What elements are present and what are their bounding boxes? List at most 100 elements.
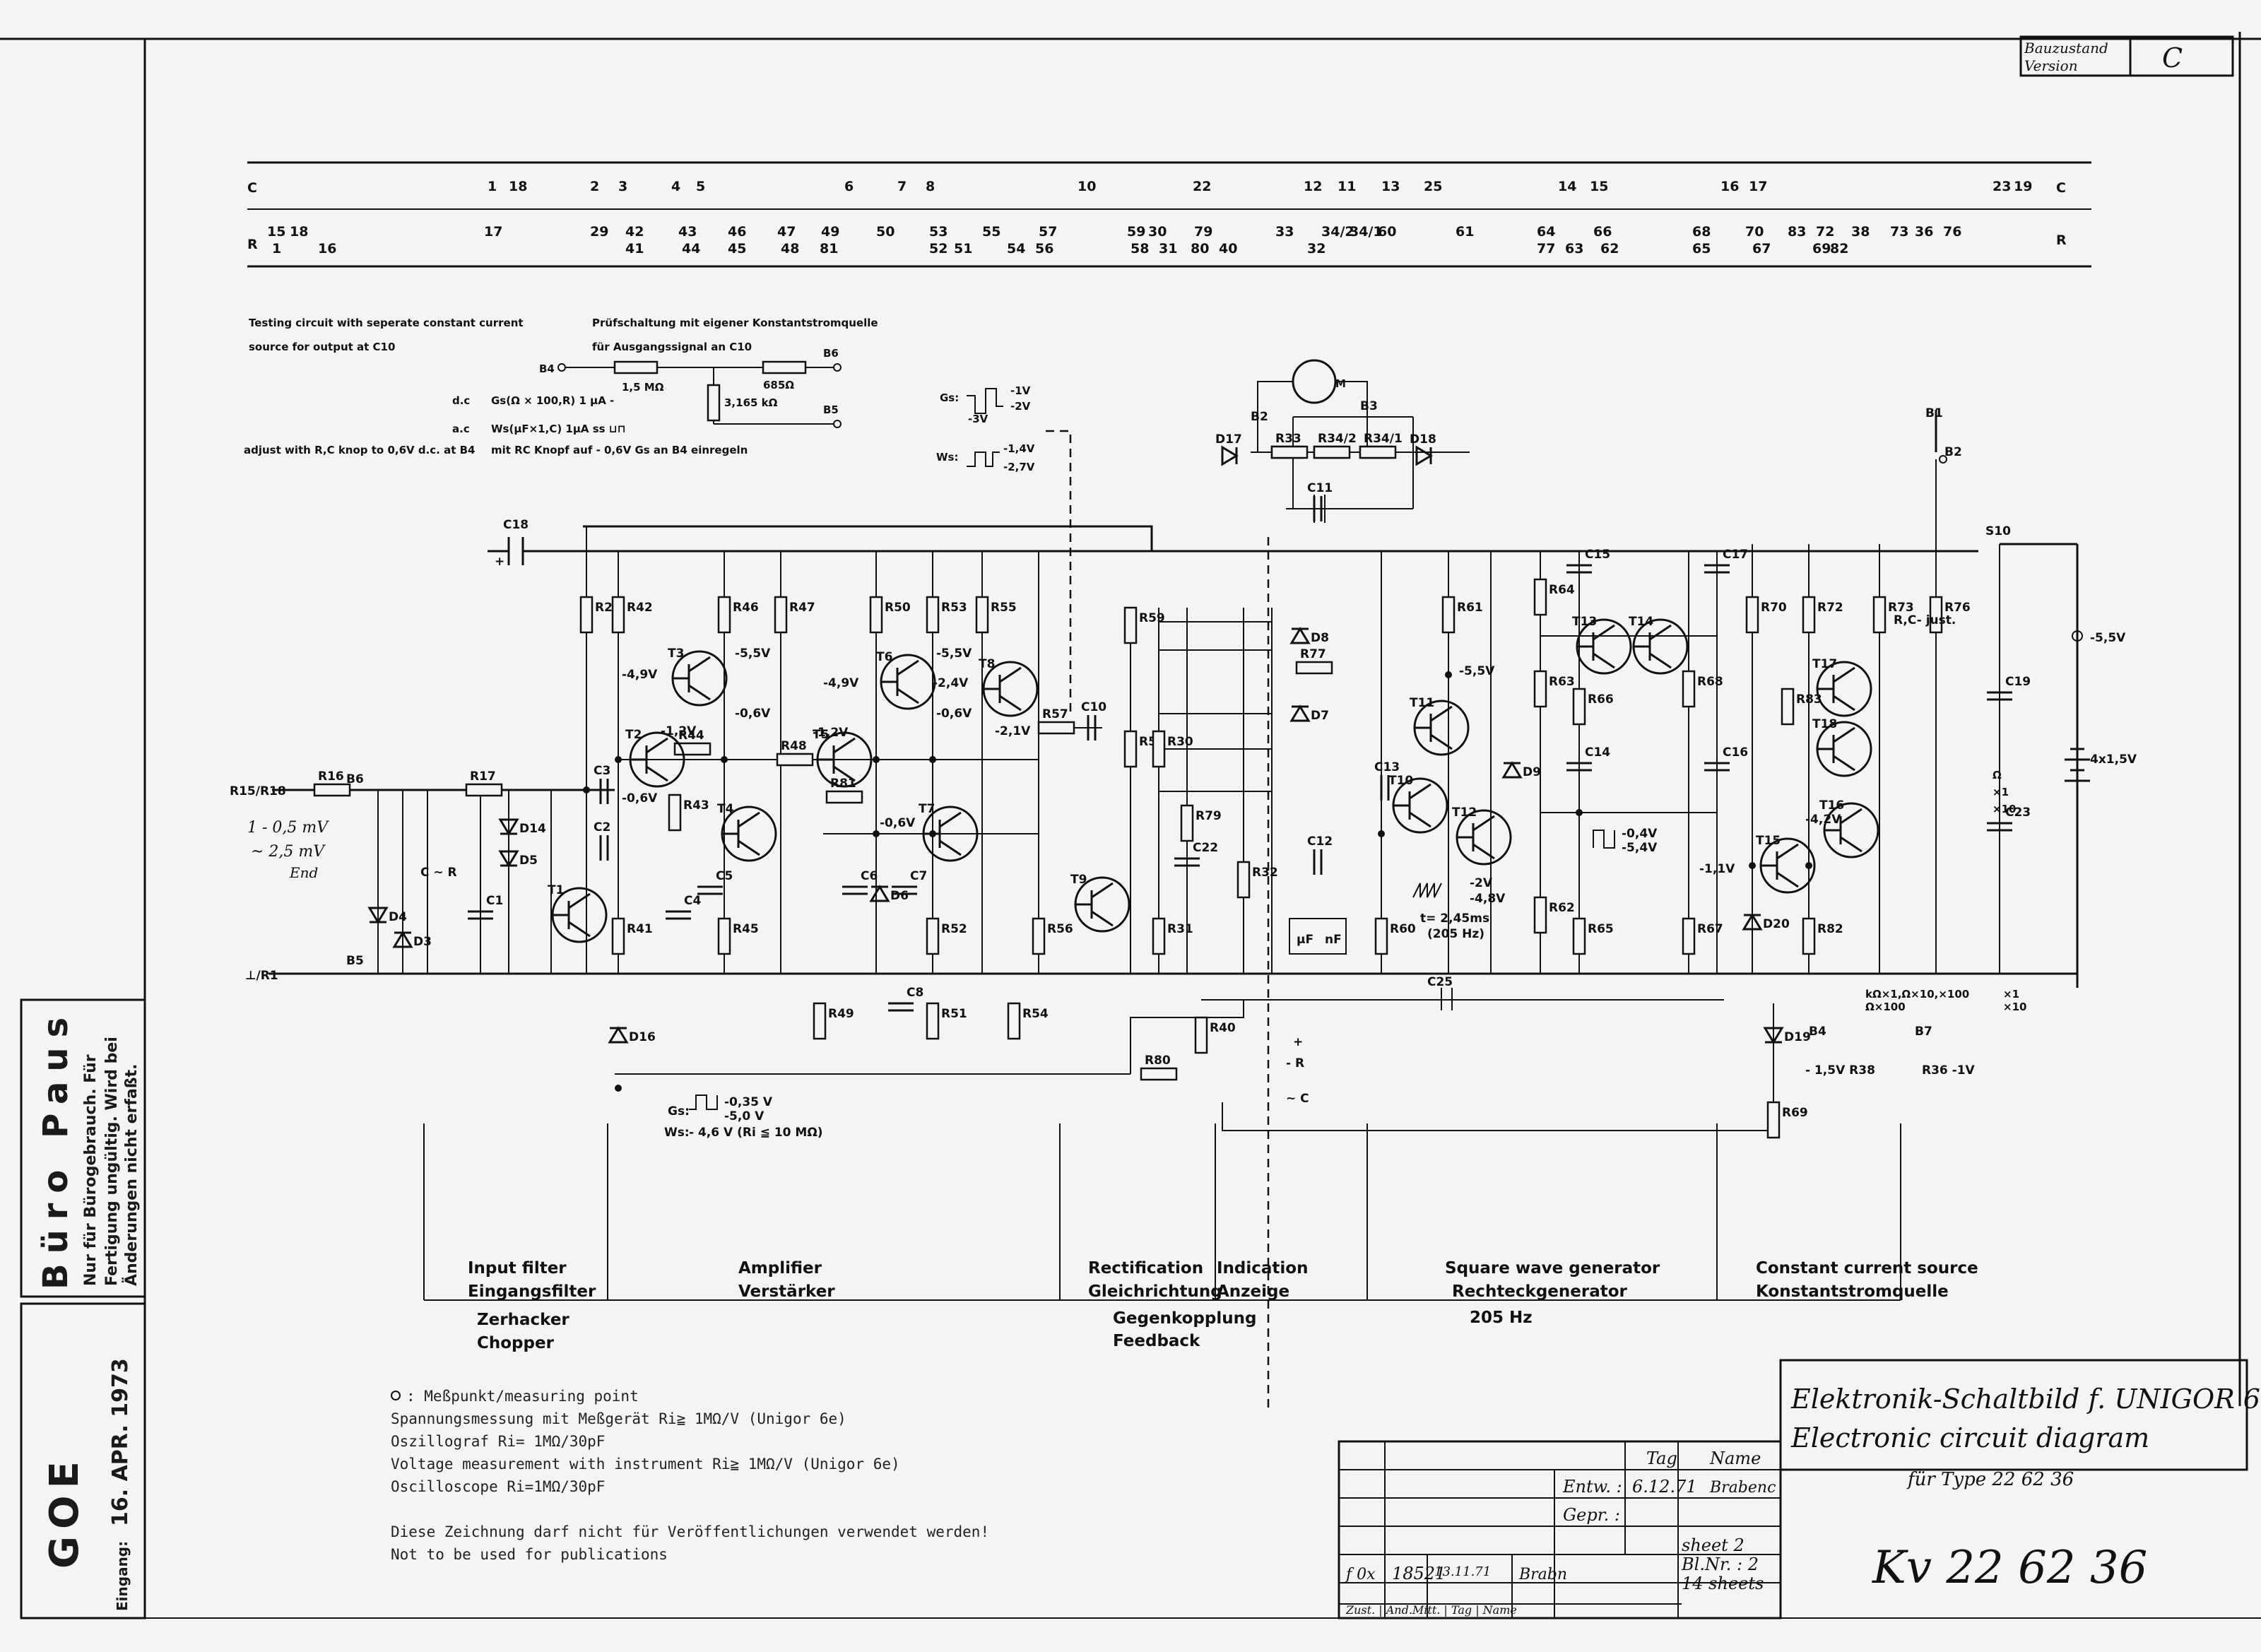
resistor-label: R62 <box>1549 901 1575 915</box>
stamp-line2: Fertigung ungültig. Wird bei <box>103 1037 121 1286</box>
grid-c-number: 8 <box>926 179 935 194</box>
grid-r-number: 45 <box>728 241 746 256</box>
stamp-line3: Änderungen nicht erfaßt. <box>122 1064 141 1287</box>
switch-minus-r: - R <box>1286 1056 1304 1070</box>
resistor-label: R32 <box>1252 866 1278 880</box>
tb-footer: Zust. | Änd.Mitt. | Tag | Name <box>1345 1603 1517 1617</box>
section-ind-de: Anzeige <box>1217 1282 1289 1301</box>
grid-r-number: 55 <box>982 224 1000 240</box>
b4-label: B4 <box>1809 1025 1826 1039</box>
section-rect-extra2: Feedback <box>1113 1332 1200 1350</box>
note-ac: a.c <box>452 423 470 435</box>
wave-gs: Gs: <box>940 391 959 404</box>
range-3: ×1 <box>2003 988 2019 1001</box>
d16-ws: Ws: <box>664 1126 690 1140</box>
voltage-annotations: -4,9V -5,5V -0,6V -1,2V -0,6V -1,2V -0,6… <box>622 406 2137 1140</box>
diode-d3 <box>392 931 413 948</box>
grid-r-number: 46 <box>728 224 746 240</box>
v-saw2: -4,8V <box>1470 892 1506 906</box>
d16-gs: Gs: <box>668 1104 690 1119</box>
capacitor-label: C6 <box>861 869 878 883</box>
diode-label: D8 <box>1311 631 1329 645</box>
resistor-r59 <box>1123 606 1138 644</box>
v-t3e: -5,5V <box>735 647 771 661</box>
testing-notes: Testing circuit with seperate constant c… <box>244 317 1072 714</box>
resistor-r53 <box>926 596 940 634</box>
resistor-r32 <box>1236 861 1251 899</box>
hand-note-2: ~ 2,5 mV <box>251 843 326 861</box>
capacitor-c6 <box>842 885 868 895</box>
section-ccs-en: Constant current source <box>1756 1259 1978 1278</box>
v-saw1: -2V <box>1470 876 1493 890</box>
resistor-r69 <box>1766 1101 1781 1139</box>
title-type: für Type 22 62 36 <box>1906 1469 2074 1490</box>
r35-label: B1 <box>1925 406 1943 420</box>
resistor-label: R83 <box>1796 692 1822 707</box>
legend-4: Voltage measurement with instrument Ri≧ … <box>391 1456 900 1473</box>
hand-note-1: 1 - 0,5 mV <box>247 819 329 837</box>
grid-r-number: 36 <box>1915 224 1933 240</box>
v-freq: (205 Hz) <box>1427 927 1484 941</box>
diode-label: D6 <box>890 889 909 903</box>
resistor-label: R63 <box>1549 675 1575 689</box>
note-ac-val: Ws(µF×1,C) 1µA ss ⊔⊓ <box>491 423 626 435</box>
c18-plus: + <box>495 555 504 569</box>
range-2: Ω <box>1993 769 2002 781</box>
resistor-r40 <box>1194 1016 1208 1054</box>
resistor-label: R34/1 <box>1364 432 1403 446</box>
resistor-label: R45 <box>733 922 759 936</box>
resistor-r61 <box>1441 596 1456 634</box>
diode-label: D4 <box>389 910 407 924</box>
transistor-label: T6 <box>876 650 892 664</box>
grid-r-number: 51 <box>954 241 972 256</box>
capacitor-label: C1 <box>486 894 503 908</box>
note-dc: d.c <box>452 394 470 407</box>
section-ind-en: Indication <box>1217 1259 1309 1278</box>
resistor-label: R34/2 <box>1318 432 1357 446</box>
resistor-label: R40 <box>1210 1021 1236 1035</box>
test-r685: 685Ω <box>763 379 794 391</box>
section-amp-en: Amplifier <box>738 1259 822 1278</box>
resistor-r56 <box>1032 917 1046 955</box>
grid-c-number: 16 <box>1720 179 1739 194</box>
grid-r-number: 68 <box>1692 224 1711 240</box>
diode-d19 <box>1763 1027 1784 1044</box>
resistor-label: R47 <box>789 601 815 615</box>
resistor-r65 <box>1572 917 1586 955</box>
grid-r-letter-left: R <box>247 237 258 252</box>
range-4: ×10 <box>2003 1001 2026 1013</box>
adjust-de: mit RC Knopf auf - 0,6V Gs an B4 einrege… <box>491 444 748 456</box>
capacitor-label: C15 <box>1585 548 1610 562</box>
grid-r-number: 69 <box>1812 241 1831 256</box>
capacitor-label: C22 <box>1193 841 1218 855</box>
grid-r-number: 30 <box>1148 224 1167 240</box>
capacitor-c5 <box>697 885 723 895</box>
capacitor-c22 <box>1174 857 1200 867</box>
capacitor-label: C23 <box>2005 806 2031 820</box>
resistor-r49 <box>813 1002 827 1040</box>
tb-blnr: Bl.Nr. : 2 <box>1681 1554 1759 1574</box>
legend-1: : Meßpunkt/measuring point <box>406 1388 639 1405</box>
range-6: ×10 <box>1993 803 2016 815</box>
resistor-r68 <box>1682 670 1696 708</box>
d16-v2: -5,0 V <box>724 1109 765 1123</box>
grid-r-number: 42 <box>625 224 644 240</box>
grid-r-number: 34/2 <box>1321 224 1354 240</box>
resistor-r58 <box>1123 730 1138 768</box>
grid-r-number: 73 <box>1890 224 1908 240</box>
legend-5: Oscilloscope Ri=1MΩ/30pF <box>391 1478 605 1495</box>
resistor-r64 <box>1533 578 1547 616</box>
resistor-label: R46 <box>733 601 759 615</box>
c18-label: C18 <box>503 518 529 532</box>
version-label-de: Bauzustand <box>2024 40 2108 57</box>
capacitor-c16 <box>1704 762 1730 772</box>
capacitor-c23 <box>1987 822 2012 832</box>
resistor-label: R69 <box>1782 1106 1808 1120</box>
resistor-r63 <box>1533 670 1547 708</box>
title-de: Elektronik-Schaltbild f. UNIGOR 6e <box>1790 1383 2261 1415</box>
